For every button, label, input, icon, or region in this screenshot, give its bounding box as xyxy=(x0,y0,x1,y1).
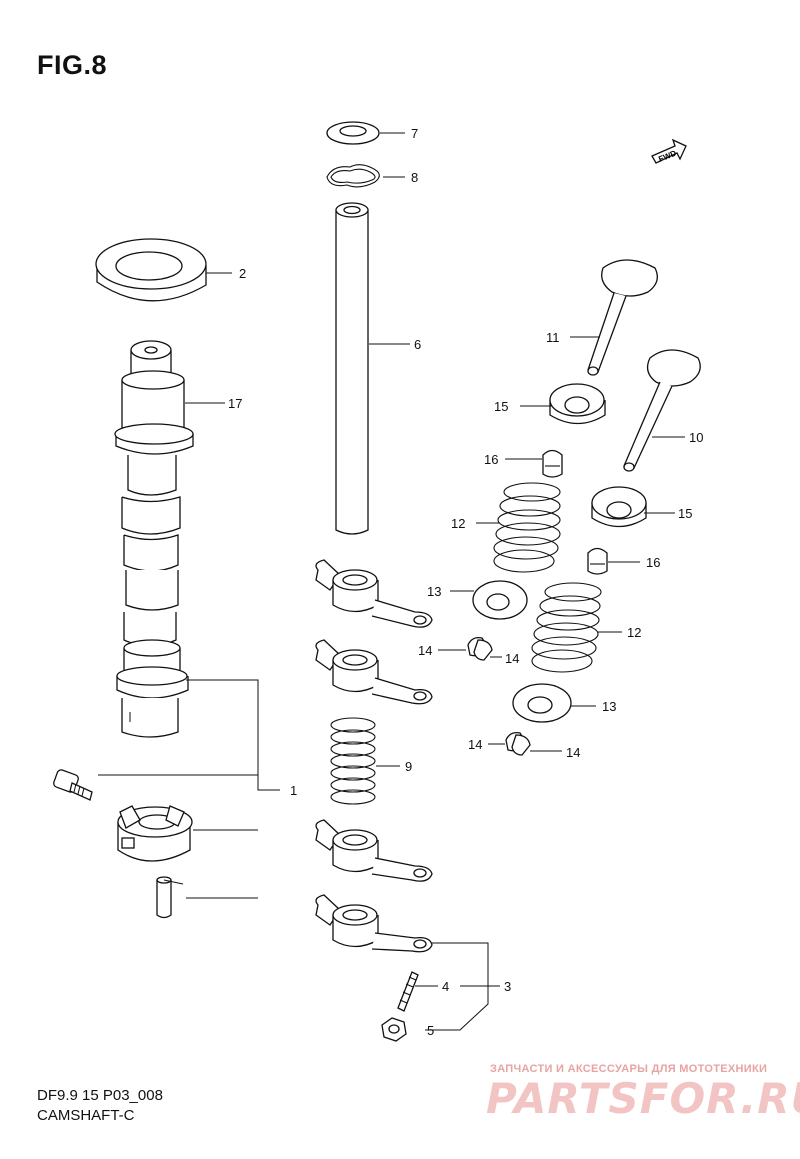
part-12-valve-spring-a xyxy=(476,482,561,573)
callout-14-d: 14 xyxy=(566,745,580,760)
part-1-governor-assembly xyxy=(53,679,280,919)
part-16-stem-seal-b xyxy=(587,547,640,575)
part-10-valve xyxy=(623,349,701,472)
callout-14-b: 14 xyxy=(505,651,519,666)
figure-title: FIG.8 xyxy=(37,50,108,80)
callout-6: 6 xyxy=(414,337,421,352)
pin-icon xyxy=(156,876,184,919)
part-14-cotter-set-b xyxy=(488,732,562,756)
callout-1: 1 xyxy=(290,783,297,798)
model-code: DF9.9 15 P03_008 xyxy=(37,1087,163,1104)
part-4-adjust-screw xyxy=(397,971,438,1012)
part-9-spring xyxy=(330,717,400,805)
callout-3: 3 xyxy=(504,979,511,994)
fwd-arrow-icon: FWD xyxy=(651,138,687,164)
part-14-cotter-set-a xyxy=(438,637,502,661)
governor-block-icon xyxy=(117,805,193,862)
part-15-retainer-a xyxy=(520,383,606,425)
callout-12-a: 12 xyxy=(451,516,465,531)
callout-13-b: 13 xyxy=(602,699,616,714)
watermark-tagline: ЗАПЧАСТИ И АКСЕССУАРЫ ДЛЯ МОТОТЕХНИКИ xyxy=(490,1063,768,1075)
part-13-spring-seat-a xyxy=(450,580,528,620)
callout-17: 17 xyxy=(228,396,242,411)
callout-14-a: 14 xyxy=(418,643,432,658)
watermark-brand: PARTSFOR.RU xyxy=(486,1074,800,1123)
callout-15-b: 15 xyxy=(678,506,692,521)
section-name: CAMSHAFT-C xyxy=(37,1107,135,1124)
part-17-camshaft xyxy=(114,340,225,738)
part-5-lock-nut xyxy=(381,1017,407,1042)
rocker-arm-2 xyxy=(315,639,433,705)
rocker-arm-4 xyxy=(315,894,433,953)
part-3-adjust-assembly xyxy=(425,942,500,1031)
callout-16-b: 16 xyxy=(646,555,660,570)
rocker-arm-1 xyxy=(315,559,433,628)
part-11-valve xyxy=(570,259,658,376)
callout-2: 2 xyxy=(239,266,246,281)
callout-11: 11 xyxy=(546,330,560,345)
fwd-label: FWD xyxy=(657,149,677,164)
part-6-rocker-shaft xyxy=(335,202,410,535)
part-8-o-ring xyxy=(326,164,405,188)
callout-8: 8 xyxy=(411,170,418,185)
callout-5: 5 xyxy=(427,1023,434,1038)
callout-10: 10 xyxy=(689,430,703,445)
part-13-spring-seat-b xyxy=(512,683,596,723)
callout-15-a: 15 xyxy=(494,399,508,414)
callout-7: 7 xyxy=(411,126,418,141)
callout-4: 4 xyxy=(442,979,449,994)
callout-13-a: 13 xyxy=(427,584,441,599)
part-2-oil-seal xyxy=(95,238,232,302)
rocker-arm-3 xyxy=(315,819,433,882)
callout-16-a: 16 xyxy=(484,452,498,467)
part-15-retainer-b xyxy=(591,486,675,528)
part-12-valve-spring-b xyxy=(531,582,622,673)
bolt-icon xyxy=(53,769,93,801)
part-7-washer xyxy=(326,121,405,145)
callout-9: 9 xyxy=(405,759,412,774)
callout-14-c: 14 xyxy=(468,737,482,752)
part-16-stem-seal-a xyxy=(505,449,563,478)
callout-12-b: 12 xyxy=(627,625,641,640)
